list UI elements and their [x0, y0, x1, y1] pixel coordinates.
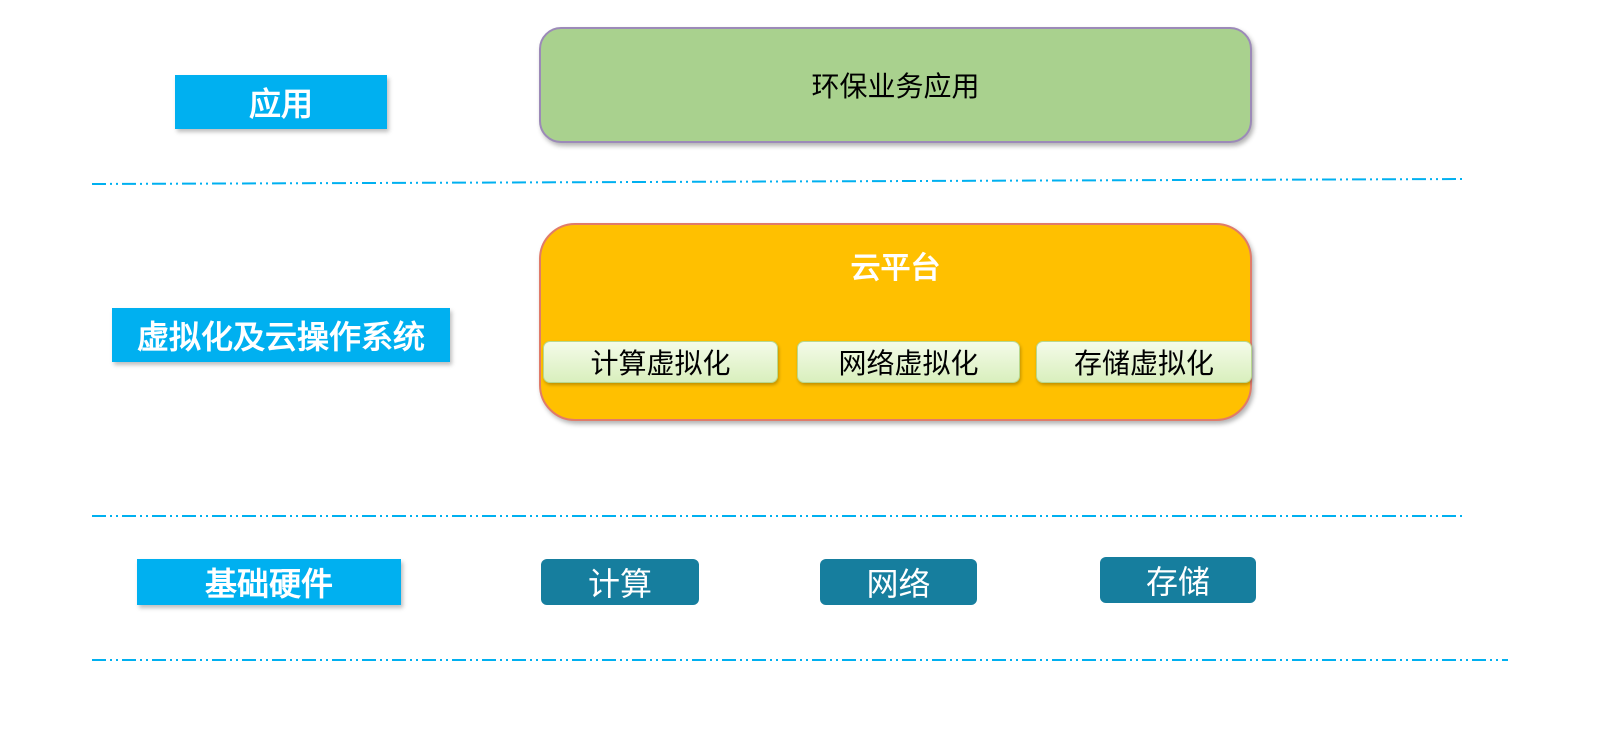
network-virtualization-box: 网络虚拟化: [797, 341, 1020, 383]
hardware-compute-box: 计算: [541, 559, 699, 605]
cloud-platform-box: 云平台 计算虚拟化 网络虚拟化 存储虚拟化: [539, 223, 1252, 421]
compute-virtualization-box: 计算虚拟化: [543, 341, 778, 383]
hardware-storage-box: 存储: [1100, 557, 1256, 603]
layer-label-hardware: 基础硬件: [137, 559, 401, 605]
layer-label-virtualization: 虚拟化及云操作系统: [112, 308, 450, 362]
cloud-platform-title: 云平台: [850, 251, 941, 286]
storage-virtualization-box: 存储虚拟化: [1036, 341, 1252, 383]
application-box: 环保业务应用: [539, 27, 1252, 143]
hardware-network-box: 网络: [820, 559, 977, 605]
layer-label-application: 应用: [175, 75, 387, 129]
separator-1: [91, 178, 1463, 185]
